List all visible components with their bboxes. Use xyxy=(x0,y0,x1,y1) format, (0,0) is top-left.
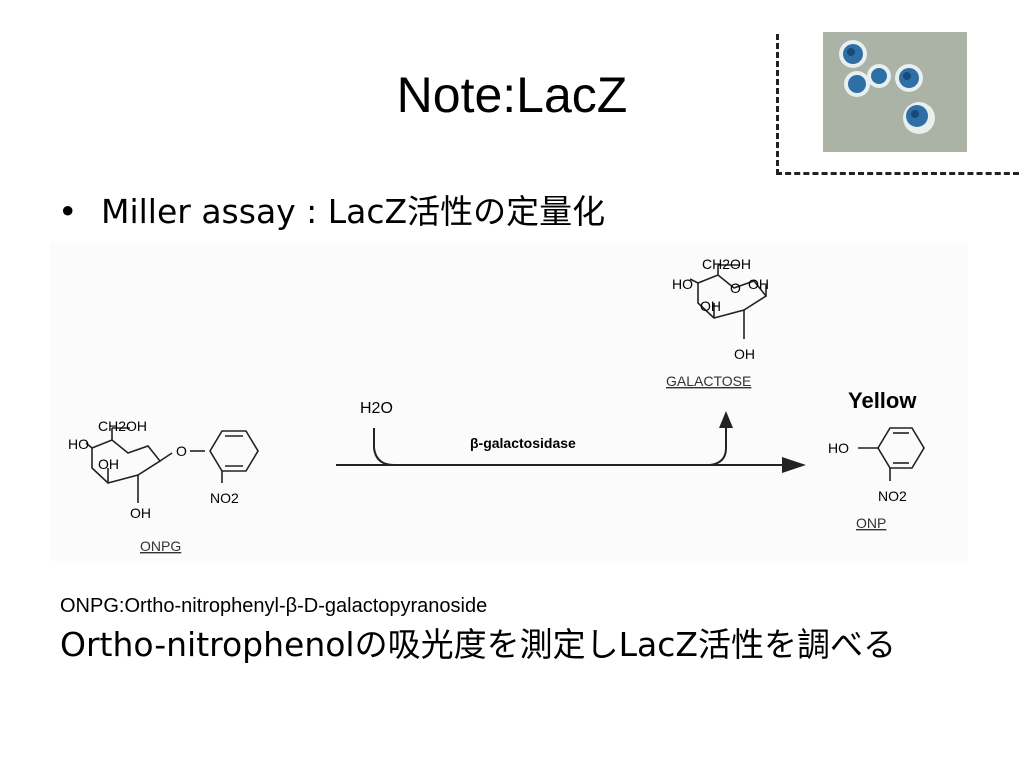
galactose-right-oh-label: OH xyxy=(748,276,769,292)
reaction-arrowhead xyxy=(782,457,806,473)
dashed-callout-border xyxy=(776,34,1019,175)
bullet-text: Miller assay : LacZ活性の定量化 xyxy=(101,192,606,231)
blue-colonies-photo xyxy=(823,32,967,152)
onpg-structure xyxy=(85,427,259,503)
reaction-arrow xyxy=(336,423,790,466)
onpg-no2-label: NO2 xyxy=(210,490,239,506)
onpg-o-link-label: O xyxy=(176,443,187,459)
enzyme-label: β-galactosidase xyxy=(470,435,576,451)
bullet-marker: • xyxy=(58,192,78,231)
galactose-bottom-oh-label: OH xyxy=(734,346,755,362)
onp-name-label: ONP xyxy=(856,515,886,531)
water-label: H2O xyxy=(360,400,393,417)
onpg-definition-caption: ONPG:Ortho-nitrophenyl-β-D-galactopyrano… xyxy=(60,595,488,617)
galactose-name-label: GALACTOSE xyxy=(666,373,751,389)
galactose-structure xyxy=(689,264,768,339)
galactose-ring-o-label: O xyxy=(730,280,741,296)
galactose-ch2oh-label: CH2OH xyxy=(702,256,751,272)
onp-no2-label: NO2 xyxy=(878,488,907,504)
galactose-ring-oh-label: OH xyxy=(700,298,721,314)
galactose-release-arrowhead xyxy=(719,411,733,428)
onpg-ho-label: HO xyxy=(68,436,89,452)
onpg-ch2oh-label: CH2OH xyxy=(98,418,147,434)
onp-ho-label: HO xyxy=(828,440,849,456)
galactose-ho-label: HO xyxy=(672,276,693,292)
onpg-bottom-oh-label: OH xyxy=(130,505,151,521)
onpg-name-label: ONPG xyxy=(140,538,181,554)
onp-structure xyxy=(858,427,925,481)
main-caption: Ortho-nitrophenolの吸光度を測定しLacZ活性を調べる xyxy=(60,625,896,664)
yellow-label: Yellow xyxy=(848,388,917,413)
reaction-diagram: CH2OH HO OH OH O NO2 ONPG H2O β-galactos… xyxy=(50,243,968,561)
onpg-ring-oh-label: OH xyxy=(98,456,119,472)
slide-title: Note:LacZ xyxy=(396,67,628,123)
